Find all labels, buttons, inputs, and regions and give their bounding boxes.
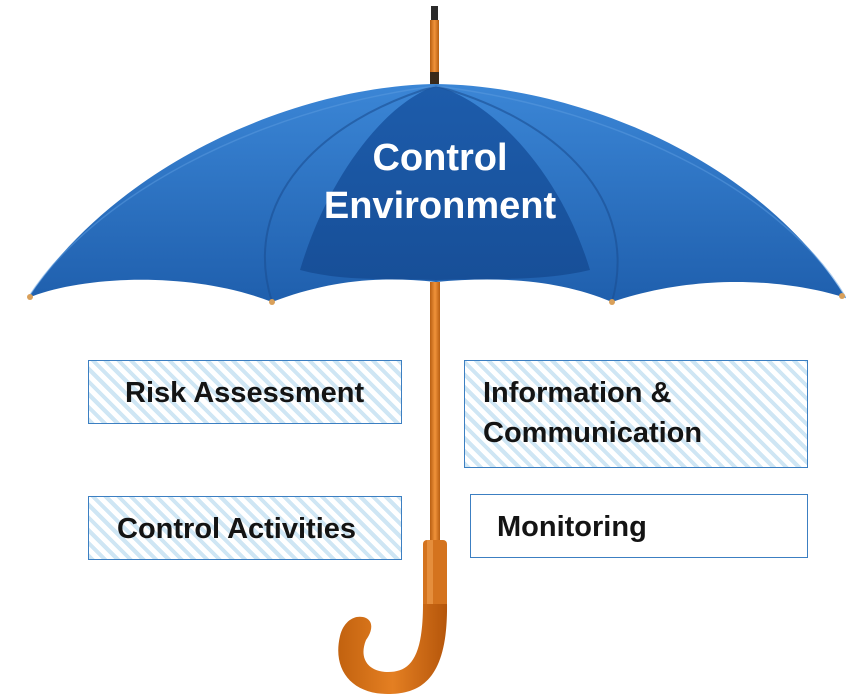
control-activities-box: Control Activities bbox=[88, 496, 402, 560]
title-line-2: Environment bbox=[323, 185, 557, 227]
umbrella-hook bbox=[338, 604, 448, 694]
monitoring-label: Monitoring bbox=[497, 511, 647, 543]
information-communication-box: Information & Communication bbox=[464, 360, 808, 468]
control-environment-title: Control Environment bbox=[270, 134, 610, 230]
umbrella-tip bbox=[431, 6, 438, 22]
information-label-line-2: Communication bbox=[483, 417, 703, 449]
umbrella-upper-shaft bbox=[430, 20, 439, 86]
control-activities-label: Control Activities bbox=[117, 513, 357, 545]
umbrella-shaft bbox=[430, 282, 440, 552]
monitoring-box: Monitoring bbox=[470, 494, 808, 558]
umbrella-center-panel bbox=[300, 86, 590, 280]
risk-assessment-label: Risk Assessment bbox=[125, 377, 365, 409]
umbrella-grip bbox=[423, 540, 447, 610]
risk-assessment-box: Risk Assessment bbox=[88, 360, 402, 424]
title-line-1: Control bbox=[372, 137, 508, 179]
information-label-line-1: Information & bbox=[483, 377, 672, 409]
